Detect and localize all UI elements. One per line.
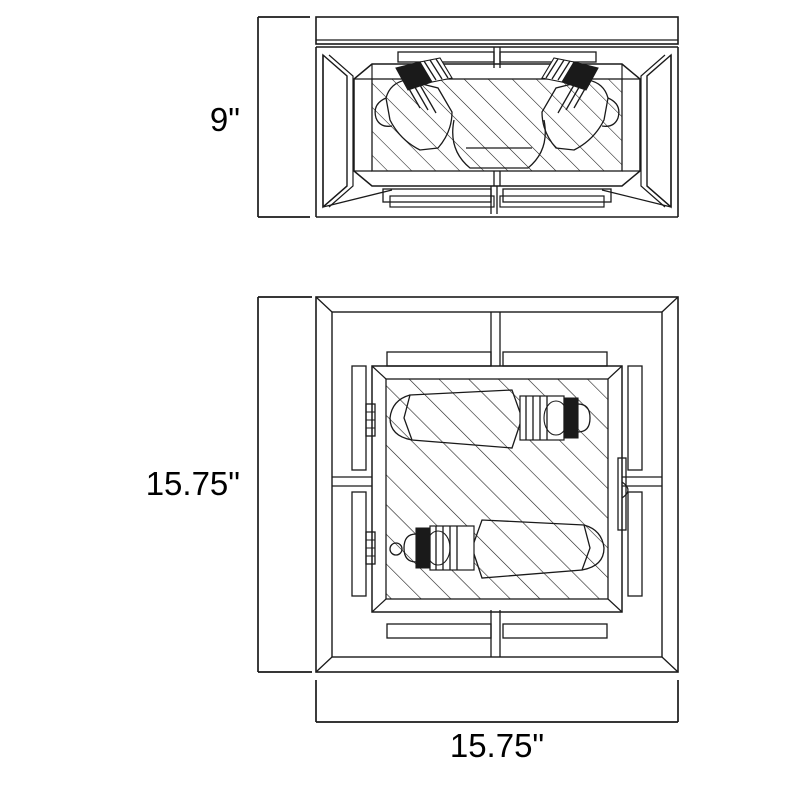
bulb-bottom-upper (389, 389, 591, 449)
bulb-side-right (541, 57, 620, 151)
canopy-plate (315, 16, 679, 45)
dimension-label-height: 9" (210, 101, 240, 138)
bulb-bottom-lower (389, 519, 605, 579)
view-bottom-plan (315, 296, 679, 673)
top-frame-rail (315, 46, 679, 218)
corner-post-right (601, 53, 672, 209)
dimension-depth-1575in (257, 296, 312, 673)
dimension-height-9in (257, 16, 310, 218)
accent-bar-bottom (386, 623, 608, 639)
dimension-label-depth: 15.75" (146, 465, 240, 502)
accent-bar-right (627, 365, 643, 597)
bulb-side-left (374, 57, 453, 151)
socket-detail-side (452, 119, 546, 169)
retaining-clip-right (617, 457, 629, 531)
retaining-clip-left (365, 403, 376, 437)
accent-bar-top (386, 351, 608, 367)
outer-frame (315, 296, 679, 673)
retaining-clip-left-lower (365, 531, 376, 565)
center-cross-stiles (332, 312, 662, 657)
center-stile-bottom (490, 171, 501, 214)
dimension-label-width: 15.75" (450, 727, 544, 764)
center-stile-top (493, 47, 501, 68)
corner-post-left (322, 53, 393, 209)
accent-bar-left (351, 365, 367, 597)
glass-panel-bottom (371, 365, 623, 613)
view-side-elevation (315, 16, 679, 218)
glass-panel-side (353, 63, 641, 187)
dimension-width-1575in (315, 680, 679, 723)
